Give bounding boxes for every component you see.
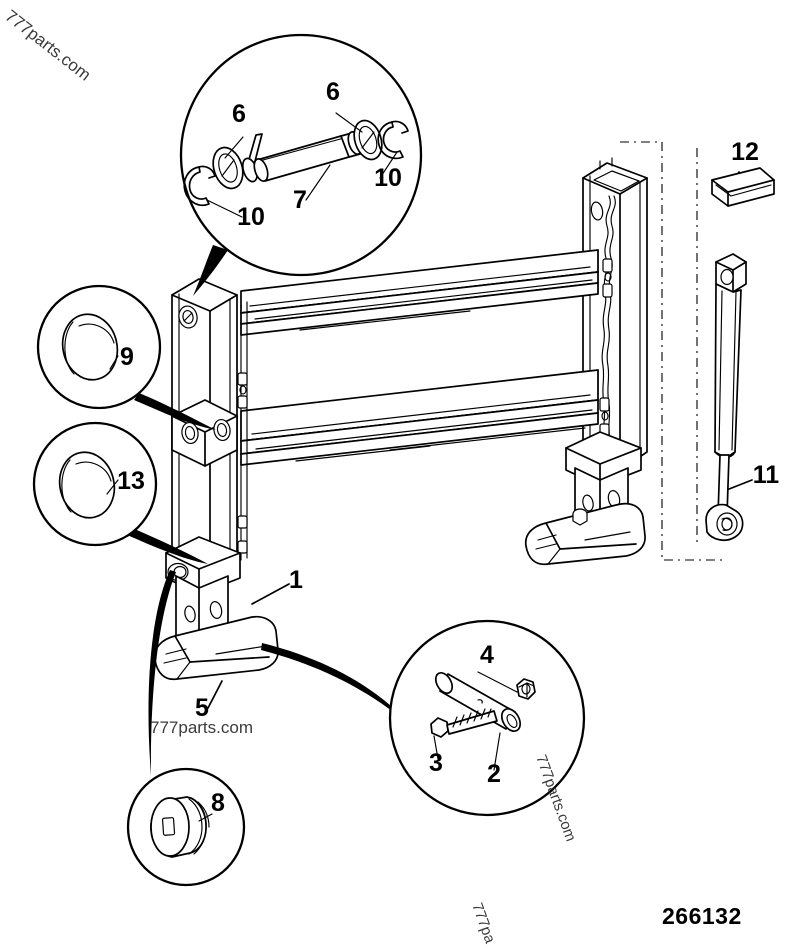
leader-wedge-plug8 [148, 570, 176, 776]
pivot-pin-2 [434, 672, 522, 732]
leader-lines [125, 171, 753, 776]
detail-circle-cap13 [32, 421, 158, 547]
detail-circle-pin [388, 619, 586, 817]
right-upright-column [582, 157, 648, 471]
callout-3: 3 [429, 749, 443, 777]
detail-circle-plug8 [126, 767, 246, 887]
circlip-left [183, 165, 216, 207]
leader-8 [198, 813, 213, 822]
construction-lines [620, 141, 727, 561]
detail-circle-cap9 [36, 284, 162, 410]
leader-1 [251, 583, 290, 605]
callout-10-left: 10 [237, 203, 265, 231]
callout-12: 12 [731, 138, 759, 166]
callout-1: 1 [289, 566, 303, 594]
leader-9 [109, 355, 119, 370]
callout-6-right: 6 [326, 78, 340, 106]
leader-wedge-cap9 [134, 393, 216, 430]
leader-wedge-pin-detail [261, 643, 412, 727]
leader-6-left [224, 136, 244, 159]
callout-10-right: 10 [374, 164, 402, 192]
callout-11: 11 [753, 461, 780, 489]
leader-5 [207, 680, 223, 709]
mast-assembly [153, 157, 648, 681]
cover-cap-12 [711, 167, 775, 207]
sheet-part-number: 266132 [662, 903, 742, 929]
leader-2 [493, 732, 501, 771]
left-base-foot [153, 536, 279, 681]
bush-right [353, 119, 383, 161]
circlip-right [377, 120, 409, 160]
carriage-rails [240, 249, 599, 466]
leader-4 [477, 671, 518, 693]
leader-10-left [206, 199, 243, 218]
setscrew-3 [430, 708, 498, 738]
watermark-mid-left: 777parts.com [150, 718, 253, 737]
watermark-bottom: 777pa [468, 901, 498, 947]
nut-4 [516, 678, 536, 700]
leader-13 [106, 479, 119, 495]
leader-wedge-top-detail [193, 245, 228, 296]
leader-3 [433, 735, 439, 760]
callout-2: 2 [487, 760, 501, 788]
callout-6-left: 6 [232, 100, 246, 128]
callout-4: 4 [480, 641, 494, 669]
roller-shaft-7 [241, 131, 363, 183]
leader-7 [305, 164, 331, 201]
detail-circle-top [179, 33, 423, 277]
leader-10-right [379, 151, 398, 179]
callout-9: 9 [120, 343, 134, 371]
callout-13: 13 [117, 467, 145, 495]
callout-5: 5 [195, 694, 209, 722]
callout-labels: 1 2 3 4 5 6 6 7 8 9 10 10 11 12 13 [117, 78, 779, 817]
ram-cylinder-11 [705, 253, 747, 542]
right-base-foot [524, 431, 646, 566]
watermark-top-left: 777parts.com [2, 6, 95, 84]
leader-6-right [335, 112, 363, 133]
callout-7: 7 [293, 186, 307, 214]
leader-wedge-cap13 [125, 527, 208, 564]
callout-8: 8 [211, 789, 225, 817]
bush-left [212, 146, 244, 190]
